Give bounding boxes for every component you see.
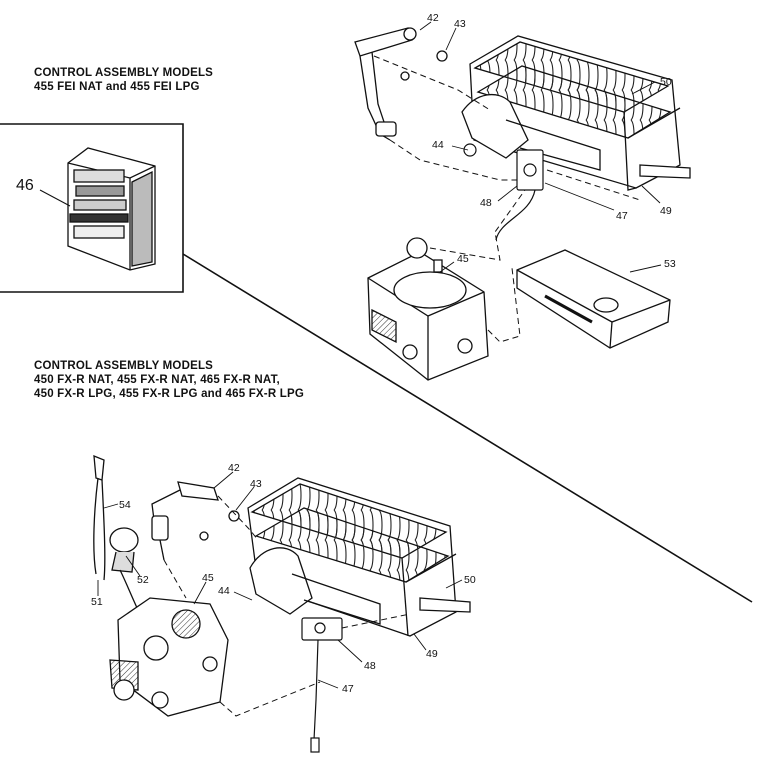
- burner-tube-bottom: [249, 547, 381, 625]
- callout-46: 46: [16, 177, 34, 194]
- ignition-module-53: [516, 249, 671, 349]
- bottom-heading-line1: CONTROL ASSEMBLY MODELS: [34, 360, 214, 372]
- orifice-elbow-42-top: [354, 27, 448, 141]
- callout-42-top: 42: [427, 12, 439, 24]
- callout-45-top: 45: [457, 253, 469, 265]
- callout-52: 52: [137, 574, 149, 586]
- callout-42-bottom: 42: [228, 462, 240, 474]
- gas-valve-45-top: [367, 237, 489, 381]
- callout-49-top: 49: [660, 205, 672, 217]
- dashed-assembly-lines-bottom: [163, 495, 411, 717]
- pilot-assembly-top: [463, 143, 544, 241]
- callout-48-top: 48: [480, 197, 492, 209]
- callout-47-bottom: 47: [342, 683, 354, 695]
- leader-lines-bottom: [97, 471, 463, 689]
- callout-47-top: 47: [616, 210, 628, 222]
- callout-54: 54: [119, 499, 131, 511]
- burner-tube-top: [461, 93, 601, 171]
- callout-44-bottom: 44: [218, 585, 230, 597]
- callout-45-bottom: 45: [202, 572, 214, 584]
- callout-44-top: 44: [432, 139, 444, 151]
- leader-lines-top-left: [39, 189, 71, 207]
- callout-49-bottom: 49: [426, 648, 438, 660]
- section-divider: [0, 123, 753, 603]
- callout-43-bottom: 43: [250, 478, 262, 490]
- gas-valve-45-bottom: [109, 597, 229, 717]
- dashed-assembly-lines-top: [373, 55, 641, 343]
- callout-51: 51: [91, 596, 103, 608]
- top-heading-line2: 455 FEI NAT and 455 FEI LPG: [34, 81, 200, 93]
- thermocouple-47-bottom: [301, 617, 343, 753]
- callout-43-top: 43: [454, 18, 466, 30]
- callout-48-bottom: 48: [364, 660, 376, 672]
- thermostat-control-46: [67, 147, 156, 271]
- electrode-54: [93, 455, 106, 581]
- bottom-heading-line3: 450 FX-R LPG, 455 FX-R LPG and 465 FX-R …: [34, 388, 304, 400]
- callout-50-top: 50: [660, 76, 672, 88]
- callout-53: 53: [664, 258, 676, 270]
- callout-50-bottom: 50: [464, 574, 476, 586]
- bottom-heading-line2: 450 FX-R NAT, 455 FX-R NAT, 465 FX-R NAT…: [34, 374, 280, 386]
- leader-lines-top: [419, 21, 662, 273]
- top-heading-line1: CONTROL ASSEMBLY MODELS: [34, 67, 214, 79]
- orifice-elbow-42-bottom: [151, 481, 240, 561]
